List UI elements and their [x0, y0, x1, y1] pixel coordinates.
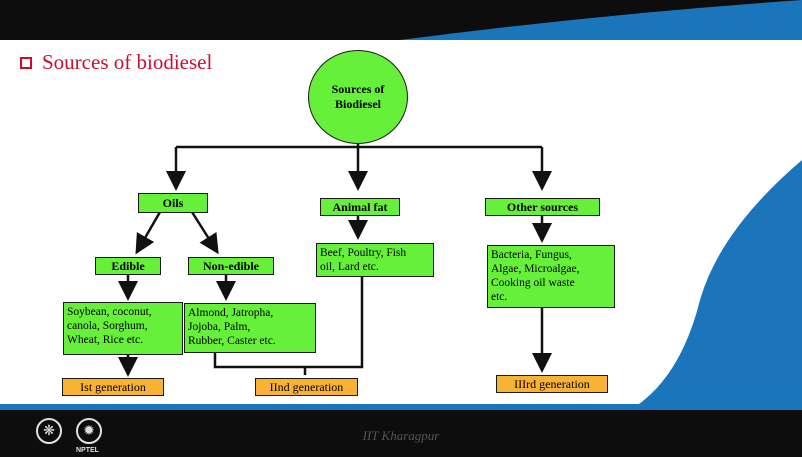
nptel-label: NPTEL: [76, 447, 99, 454]
other-examples-box: Bacteria, Fungus, Algae, Microalgae, Coo…: [487, 245, 615, 308]
animal-fat-box: Animal fat: [320, 198, 400, 216]
second-generation-box: IInd generation: [255, 378, 358, 396]
nptel-logo-icon: ✹: [76, 418, 102, 444]
footer-institute: IIT Kharagpur: [362, 428, 440, 443]
right-accent-shape: [630, 160, 802, 410]
checkbox-bullet-icon: [20, 56, 32, 69]
top-accent-shape: [400, 0, 802, 40]
root-node: Sources of Biodiesel: [308, 50, 408, 144]
other-sources-box: Other sources: [485, 198, 600, 216]
second-gen-bracket: [213, 276, 364, 369]
edible-examples-box: Soybean, coconut, canola, Sorghum, Wheat…: [63, 302, 183, 355]
third-generation-box: IIIrd generation: [496, 375, 608, 393]
animal-fat-examples-box: Beef, Poultry, Fish oil, Lard etc.: [316, 243, 434, 277]
iit-logo-icon: ❋: [36, 418, 62, 444]
non-edible-box: Non-edible: [188, 257, 274, 275]
title-text: Sources of biodiesel: [42, 50, 213, 74]
edible-box: Edible: [95, 257, 161, 275]
arrow-to-edible: [135, 211, 162, 255]
bottom-bar: [0, 410, 802, 457]
first-generation-box: Ist generation: [62, 378, 164, 396]
oils-box: Oils: [138, 193, 208, 213]
arrow-to-non-edible: [190, 211, 219, 255]
slide-title: Sources of biodiesel: [20, 50, 212, 75]
bottom-accent-line: [0, 404, 802, 410]
non-edible-examples-box: Almond, Jatropha, Jojoba, Palm, Rubber, …: [184, 303, 316, 353]
